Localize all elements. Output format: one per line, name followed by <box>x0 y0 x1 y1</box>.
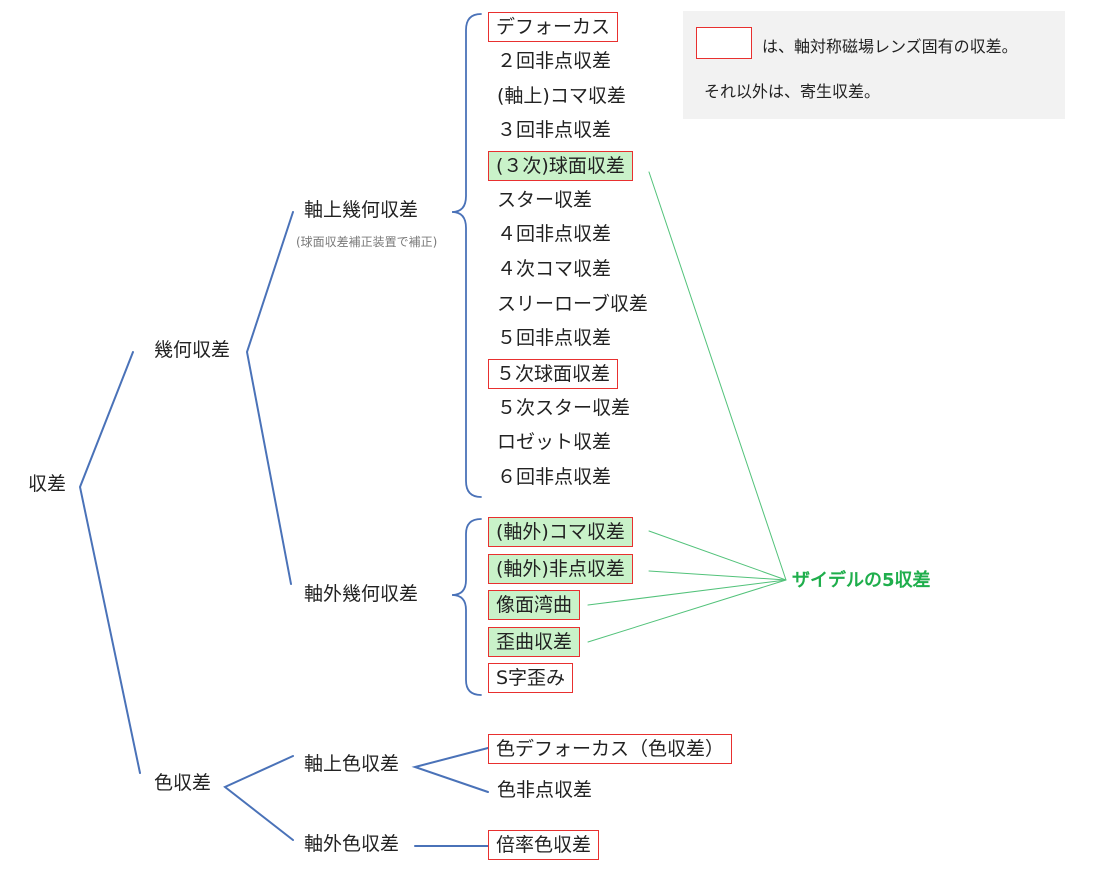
offaxis-geometric-node: 軸外幾何収差 <box>304 583 419 605</box>
legend-line-2: それ以外は、寄生収差。 <box>704 82 881 101</box>
seidel-connector-4 <box>587 579 787 643</box>
leaf-rosette: ロゼット収差 <box>497 431 612 453</box>
brace-axial-geometric <box>451 13 482 498</box>
legend-red-box-swatch <box>696 27 752 59</box>
seidel-connector-2 <box>648 570 787 581</box>
seidel-connector-0 <box>648 171 787 581</box>
leaf-chromatic-astigmatism: 色非点収差 <box>497 779 593 801</box>
leaf-4fold-astigmatism: ４回非点収差 <box>497 223 612 245</box>
leaf-5fold-astigmatism: ５回非点収差 <box>497 327 612 349</box>
leaf-2fold-astigmatism: ２回非点収差 <box>497 50 612 72</box>
connector-geometric <box>245 211 294 585</box>
leaf-3fold-astigmatism: ３回非点収差 <box>497 119 612 141</box>
leaf-distortion: 歪曲収差 <box>488 627 581 657</box>
seidel-connector-1 <box>648 530 787 581</box>
leaf-offaxis-coma: (軸外)コマ収差 <box>488 517 633 547</box>
leaf-chromatic-defocus: 色デフォーカス（色収差） <box>488 734 733 764</box>
connector-chromatic <box>223 755 294 841</box>
axial-geometric-node: 軸上幾何収差 <box>304 199 419 221</box>
leaf-axial-coma: (軸上)コマ収差 <box>497 85 626 107</box>
connector-root <box>78 351 141 774</box>
leaf-6fold-astigmatism: ６回非点収差 <box>497 466 612 488</box>
axial-geometric-note: (球面収差補正装置で補正) <box>296 235 438 249</box>
leaf-4th-order-coma: ４次コマ収差 <box>497 258 612 280</box>
leaf-field-curvature: 像面湾曲 <box>488 590 581 620</box>
leaf-5th-order-star: ５次スター収差 <box>497 397 631 419</box>
leaf-defocus: デフォーカス <box>488 12 619 42</box>
legend-line-1: は、軸対称磁場レンズ固有の収差。 <box>762 37 1018 56</box>
root-node: 収差 <box>28 473 67 495</box>
axial-chromatic-node: 軸上色収差 <box>304 753 400 775</box>
leaf-lateral-chromatic: 倍率色収差 <box>488 830 600 860</box>
legend-box: は、軸対称磁場レンズ固有の収差。 それ以外は、寄生収差。 <box>683 11 1065 119</box>
leaf-star-aberration: スター収差 <box>497 189 593 211</box>
leaf-three-lobe: スリーローブ収差 <box>497 293 648 315</box>
leaf-s-distortion: S字歪み <box>488 663 574 693</box>
brace-offaxis-geometric <box>451 518 482 696</box>
seidel-label: ザイデルの5収差 <box>792 570 931 591</box>
leaf-offaxis-astigmatism: (軸外)非点収差 <box>488 554 633 584</box>
leaf-5th-order-spherical: ５次球面収差 <box>488 359 619 389</box>
connector-axial-chromatic <box>411 747 489 793</box>
geometric-aberration-node: 幾何収差 <box>154 339 231 361</box>
offaxis-chromatic-node: 軸外色収差 <box>304 833 400 855</box>
seidel-connector-3 <box>587 579 787 606</box>
leaf-3rd-order-spherical: (３次)球面収差 <box>488 151 633 181</box>
chromatic-aberration-node: 色収差 <box>154 772 212 794</box>
